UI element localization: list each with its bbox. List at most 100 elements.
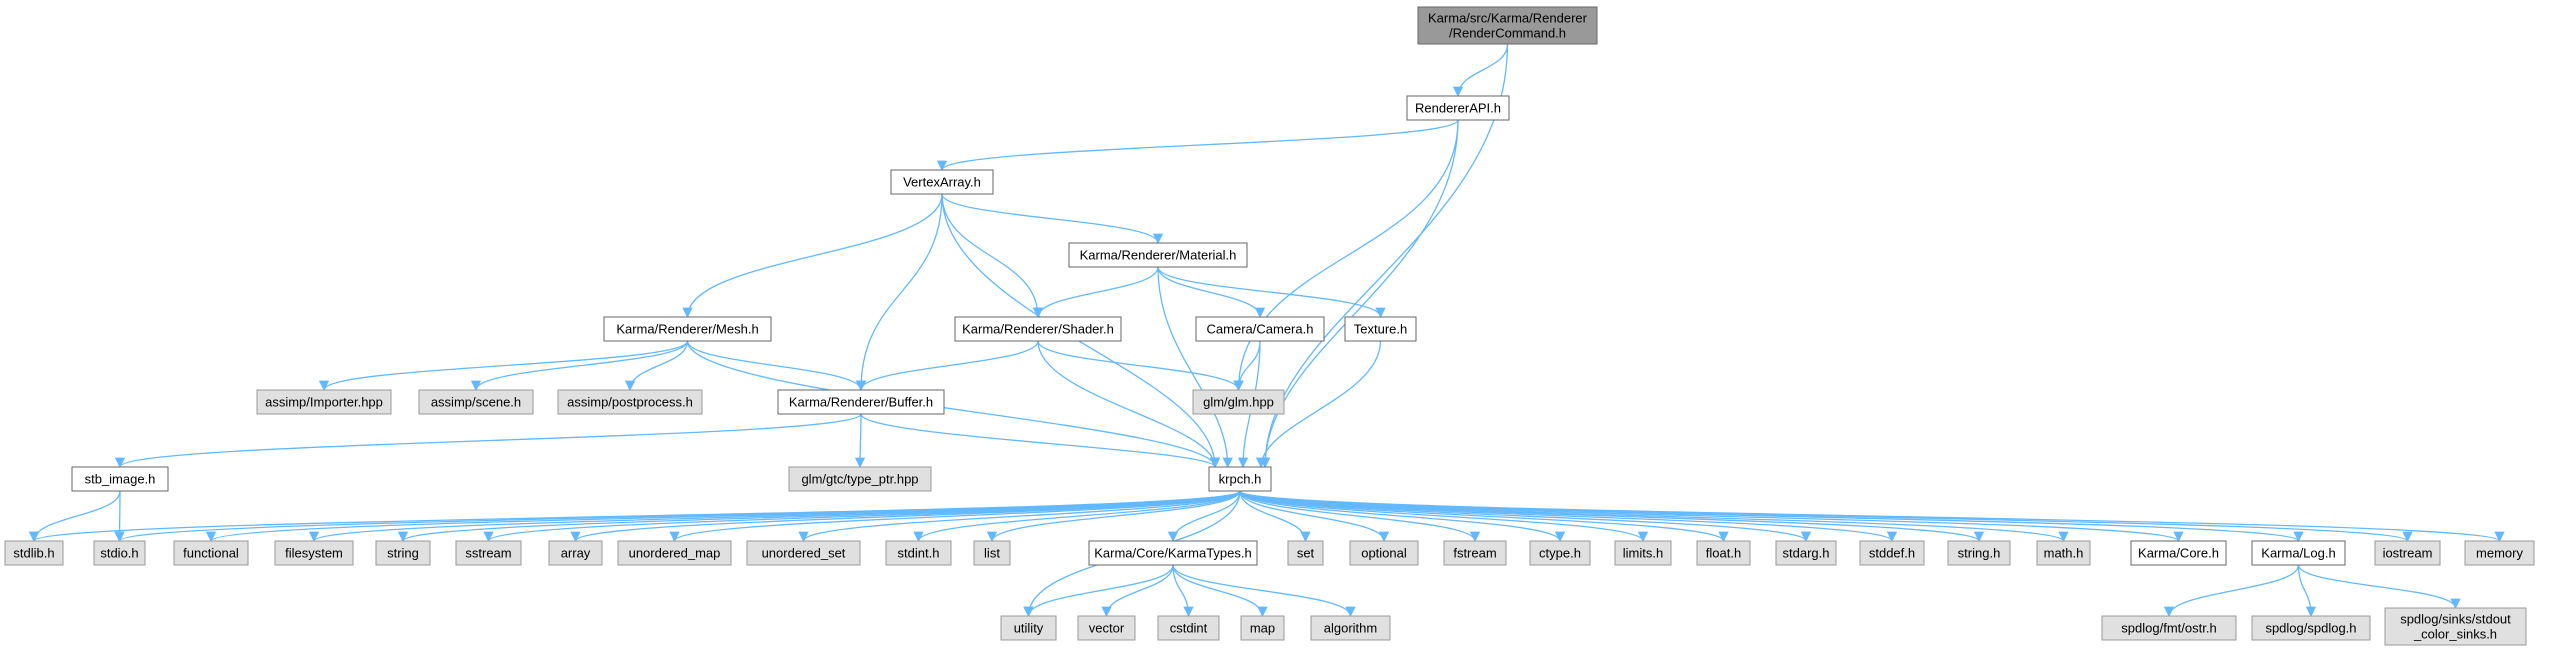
node-label: stdint.h — [898, 546, 940, 561]
node-label: unordered_map — [629, 546, 721, 561]
edge-vertex_array-to-mesh — [682, 193, 943, 319]
edge-shader-to-glm — [1037, 340, 1244, 392]
node-karma-types[interactable]: Karma/Core/KarmaTypes.h — [1088, 540, 1258, 566]
node-functional: functional — [173, 540, 249, 566]
node-label: spdlog/sinks/stdout — [2400, 612, 2511, 627]
node-label: list — [984, 546, 1000, 561]
node-label: filesystem — [285, 546, 343, 561]
edge-material-to-shader — [1032, 266, 1159, 319]
node-box — [603, 316, 772, 342]
node-krpch[interactable]: krpch.h — [1208, 466, 1272, 492]
node-box — [973, 540, 1011, 566]
node-box — [2251, 540, 2346, 566]
node-box — [173, 540, 249, 566]
node-optional: optional — [1349, 540, 1419, 566]
edge-krpch-to-iostream — [1239, 490, 2413, 543]
edge-mesh-to-assimp_postprocess — [624, 340, 689, 392]
node-render-command[interactable]: Karma/src/Karma/Renderer/RenderCommand.h — [1417, 6, 1598, 45]
node-label: stb_image.h — [85, 472, 156, 487]
edge-vertex_array-to-material — [941, 193, 1164, 245]
node-assimp-scene: assimp/scene.h — [418, 389, 534, 415]
node-karma-core[interactable]: Karma/Core.h — [2130, 540, 2227, 566]
node-box — [548, 540, 603, 566]
node-label: string — [387, 546, 419, 561]
node-box — [1077, 615, 1136, 641]
edge-krpch-to-array — [570, 490, 1241, 543]
node-label: assimp/postprocess.h — [567, 395, 693, 410]
node-box — [1287, 540, 1324, 566]
node-box — [1443, 540, 1507, 566]
node-label: Karma/Core/KarmaTypes.h — [1094, 546, 1252, 561]
edge-mesh-to-krpch — [686, 340, 1221, 469]
node-set: set — [1287, 540, 1324, 566]
edge-buffer-to-glm_type_ptr — [854, 413, 866, 469]
node-label: algorithm — [1324, 621, 1377, 636]
node-box — [1349, 540, 1419, 566]
edge-karma_types-to-map — [1172, 564, 1268, 618]
node-label: cstdint — [1170, 621, 1208, 636]
node-label: Karma/src/Karma/Renderer — [1428, 11, 1588, 26]
edge-krpch-to-list — [986, 490, 1241, 543]
node-material[interactable]: Karma/Renderer/Material.h — [1068, 242, 1248, 268]
node-box — [746, 540, 861, 566]
node-label: fstream — [1453, 546, 1496, 561]
node-buffer[interactable]: Karma/Renderer/Buffer.h — [777, 389, 945, 415]
node-algorithm: algorithm — [1310, 615, 1391, 641]
node-label: glm/glm.hpp — [1203, 395, 1274, 410]
node-label: array — [561, 546, 591, 561]
node-label: Karma/Renderer/Buffer.h — [789, 395, 933, 410]
node-box — [1529, 540, 1591, 566]
edge-shader-to-buffer — [855, 340, 1039, 392]
node-box — [2251, 615, 2371, 641]
node-box — [418, 389, 534, 415]
node-box — [2130, 540, 2227, 566]
edge-karma_types-to-cstdint — [1172, 564, 1194, 618]
node-label: unordered_set — [762, 546, 846, 561]
edge-shader-to-krpch — [1037, 340, 1221, 469]
node-label: memory — [2476, 546, 2523, 561]
edge-karma_log-to-spdlog_ostr — [2163, 564, 2300, 618]
node-cstdint: cstdint — [1157, 615, 1220, 641]
node-box — [885, 540, 952, 566]
node-camera[interactable]: Camera/Camera.h — [1195, 316, 1325, 342]
node-box — [890, 169, 994, 195]
edge-krpch-to-memory — [1239, 490, 2505, 543]
edge-krpch-to-stdlib — [29, 490, 1241, 543]
node-box — [455, 540, 522, 566]
node-label: sstream — [465, 546, 511, 561]
edge-karma_log-to-spdlog_spdlog — [2297, 564, 2317, 618]
node-shader[interactable]: Karma/Renderer/Shader.h — [954, 316, 1122, 342]
edge-karma_types-to-vector — [1101, 564, 1174, 618]
node-karma-log[interactable]: Karma/Log.h — [2251, 540, 2346, 566]
node-label: string.h — [1958, 546, 2001, 561]
node-label: Karma/Log.h — [2261, 546, 2335, 561]
node-box — [375, 540, 431, 566]
node-box — [788, 466, 932, 492]
edge-material-to-camera — [1157, 266, 1266, 319]
edge-texture-to-krpch — [1255, 340, 1382, 469]
node-label: spdlog/spdlog.h — [2265, 621, 2356, 636]
node-label: Karma/Renderer/Material.h — [1080, 248, 1237, 263]
edge-karma_types-to-utility — [1023, 564, 1174, 618]
node-assimp-postprocess: assimp/postprocess.h — [557, 389, 703, 415]
node-stdlib: stdlib.h — [4, 540, 64, 566]
node-label: set — [1297, 546, 1315, 561]
edge-material-to-krpch — [1157, 266, 1233, 469]
node-sstream: sstream — [455, 540, 522, 566]
node-stb-image[interactable]: stb_image.h — [71, 466, 169, 492]
node-box — [1696, 540, 1751, 566]
node-texture[interactable]: Texture.h — [1344, 316, 1417, 342]
node-vertex-array[interactable]: VertexArray.h — [890, 169, 994, 195]
node-box — [2036, 540, 2091, 566]
node-renderer-api[interactable]: RendererAPI.h — [1406, 95, 1510, 121]
node-label: assimp/Importer.hpp — [265, 395, 383, 410]
node-mesh[interactable]: Karma/Renderer/Mesh.h — [603, 316, 772, 342]
edge-mesh-to-buffer — [686, 340, 867, 392]
edge-krpch-to-karma_types — [1167, 490, 1241, 543]
node-unordered-set: unordered_set — [746, 540, 861, 566]
node-stdarg: stdarg.h — [1775, 540, 1837, 566]
node-label: optional — [1361, 546, 1407, 561]
edge-buffer-to-krpch — [860, 413, 1221, 469]
edge-renderer_api-to-vertex_array — [936, 119, 1459, 172]
edge-krpch-to-filesystem — [309, 490, 1241, 543]
